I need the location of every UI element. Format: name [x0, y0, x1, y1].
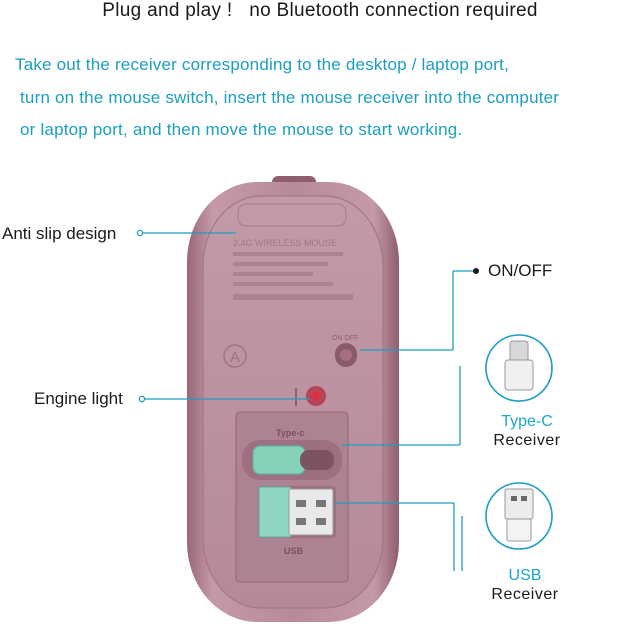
usb-receiver-type: USB: [508, 567, 542, 584]
typec-receiver-body: [252, 445, 306, 475]
typec-receiver-word: Receiver: [493, 432, 561, 449]
badge-circle: [223, 344, 247, 368]
anti-slip-label: Anti slip design: [2, 224, 117, 243]
label-line-1: 2.4G WIRELESS MOUSE: [233, 238, 337, 248]
headline: Plug and play ! no Bluetooth connection …: [102, 0, 538, 21]
callout-dot: [136, 229, 144, 237]
typec-plug: [300, 450, 334, 470]
usb-connector: [504, 488, 534, 520]
callout-dot: [138, 395, 146, 403]
typec-slot-label: Type-c: [276, 428, 304, 438]
usb-receiver-body: [258, 486, 292, 538]
usb-plug: [288, 488, 334, 536]
instruction-line-2: turn on the mouse switch, insert the mou…: [20, 88, 560, 107]
bottom-label: 2.4G WIRELESS MOUSE: [233, 238, 353, 300]
typec-receiver-type: Type-C: [501, 413, 553, 430]
anti-slip-pad: [237, 203, 347, 227]
on-off-label: ON/OFF: [488, 261, 553, 280]
instruction-line-3: or laptop port, and then move the mouse …: [20, 120, 463, 139]
switch-text: ON OFF: [332, 335, 358, 342]
badge-letter: A: [230, 349, 240, 366]
usb-receiver-word: Receiver: [491, 586, 559, 603]
callout-dot: [473, 268, 479, 274]
engine-light-label: Engine light: [34, 389, 123, 408]
usb-slot-label: USB: [284, 546, 304, 556]
instruction-line-1: Take out the receiver corresponding to t…: [15, 55, 510, 74]
